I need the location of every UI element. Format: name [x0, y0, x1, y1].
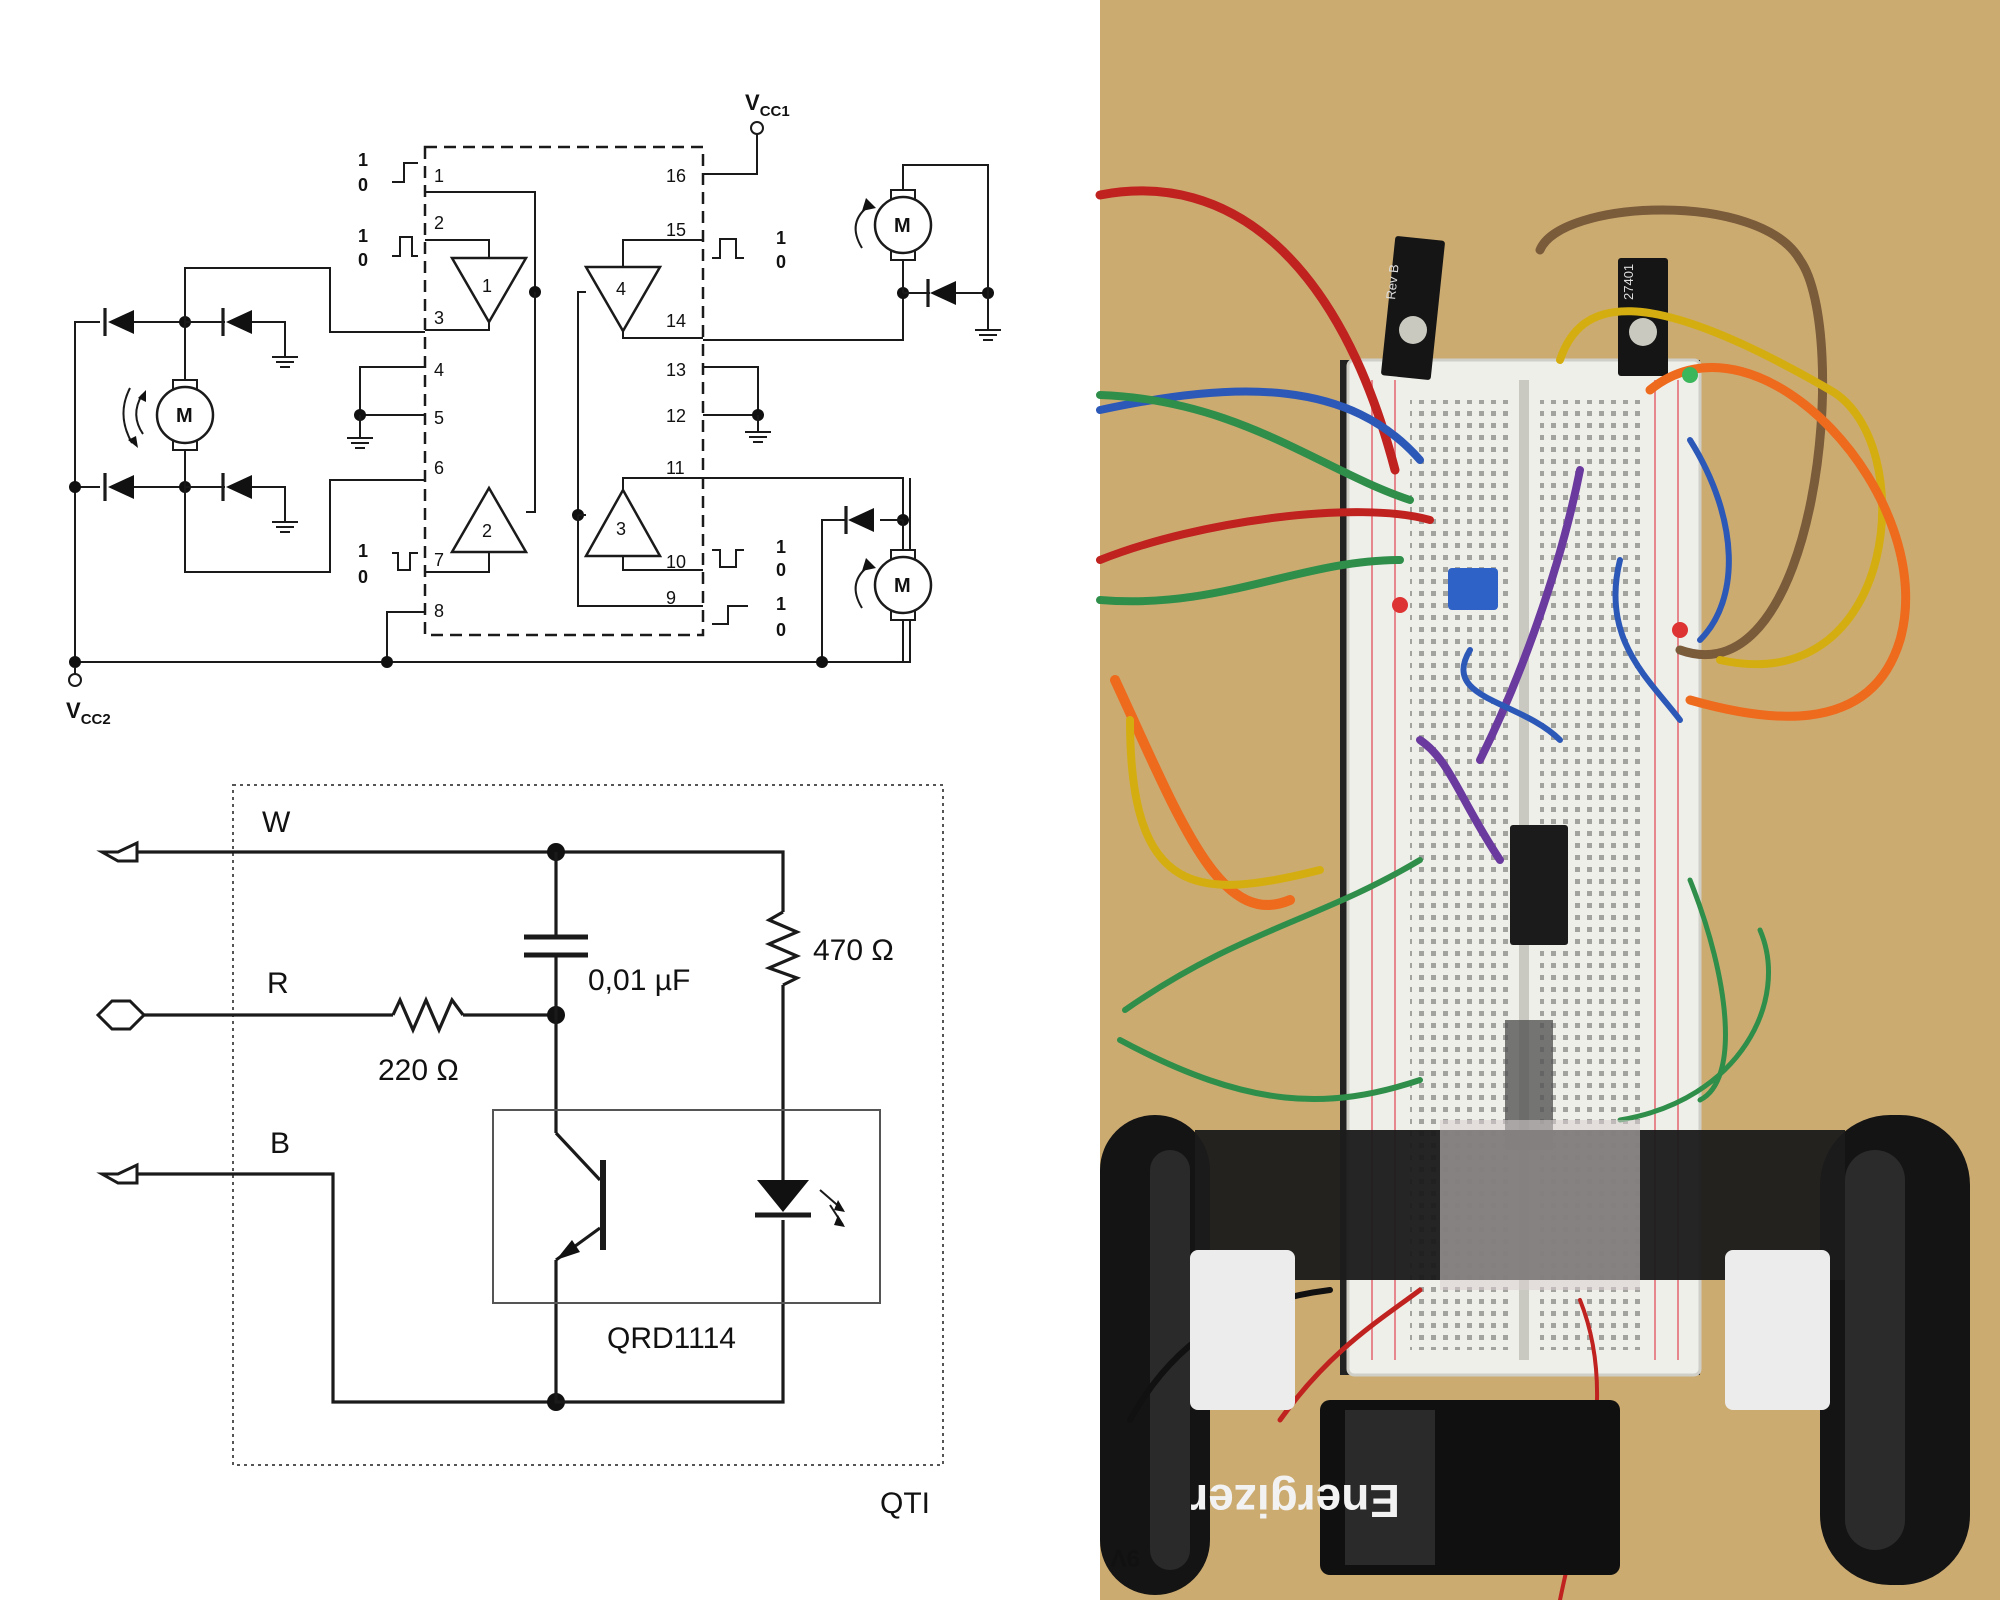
left-wheel: [1100, 1115, 1210, 1595]
pin-7: 7: [434, 550, 444, 570]
pin-3: 3: [434, 308, 444, 328]
vcc1-terminal: VCC1: [703, 90, 790, 175]
svg-text:2: 2: [482, 521, 492, 541]
pin-16: 16: [666, 166, 686, 186]
svg-text:QRD1114: QRD1114: [607, 1322, 736, 1355]
svg-text:0: 0: [776, 560, 786, 580]
pin-12: 12: [666, 406, 686, 426]
potentiometer: [1448, 568, 1498, 610]
svg-text:1: 1: [358, 541, 368, 561]
svg-text:1: 1: [776, 537, 786, 557]
svg-text:0: 0: [358, 567, 368, 587]
pin-b[interactable]: B: [96, 1127, 290, 1185]
svg-text:0,01 µF: 0,01 µF: [588, 964, 690, 997]
top-right-motor: [873, 195, 933, 255]
pin-8: 8: [434, 601, 444, 621]
pin-w[interactable]: W: [96, 806, 291, 863]
pin-1: 1: [434, 166, 444, 186]
qrd1114-module: QRD1114: [492, 1109, 881, 1355]
module-label-left: Rev B: [1383, 264, 1402, 301]
capacitor: 0,01 µF: [524, 934, 690, 997]
vcc2-terminal: VCC2: [66, 478, 911, 728]
qti-schematic: QTI W R B 0,01 µF 220 Ω 470 Ω: [95, 784, 944, 1520]
svg-text:B: B: [270, 1127, 290, 1160]
svg-text:VCC1: VCC1: [745, 90, 790, 120]
svg-text:M: M: [176, 405, 193, 427]
resistor-470: 470 Ω: [764, 910, 894, 987]
svg-text:220 Ω: 220 Ω: [378, 1054, 459, 1087]
black-tape: [1195, 1120, 1845, 1290]
internal-wiring: [425, 191, 703, 607]
svg-text:9V: 9V: [1111, 1544, 1140, 1571]
qti-wiring: [137, 843, 785, 1411]
motor-driver-schematic: VCC1 1 2 3 4 5 6 7 8 16 15 14 13 12 11 1…: [66, 90, 1001, 728]
ground-pins-4-5: [347, 366, 425, 449]
svg-text:1: 1: [482, 276, 492, 296]
svg-text:W: W: [262, 806, 291, 839]
svg-text:M: M: [894, 215, 911, 237]
right-gearmotor: [1725, 1250, 1830, 1410]
pin-14: 14: [666, 311, 686, 331]
motor-driver-ic: [1510, 825, 1568, 945]
pin-11: 11: [666, 458, 685, 478]
green-led: [1682, 367, 1698, 383]
resistor-220: 220 Ω: [378, 995, 465, 1087]
qti-title: QTI: [880, 1487, 930, 1520]
ic-package: [423, 145, 705, 637]
svg-text:VCC2: VCC2: [66, 698, 111, 728]
logic-waveforms-right: 1 0 1 0 1 0: [712, 228, 786, 640]
right-pin-labels: 16 15 14 13 12 11 10 9: [666, 166, 686, 608]
left-sensor-module: [1381, 236, 1445, 380]
pin-4: 4: [434, 360, 444, 380]
pin-6: 6: [434, 458, 444, 478]
right-bottom-motor: M: [703, 477, 933, 668]
svg-text:1: 1: [358, 226, 368, 246]
battery-9v: Energizer 9V: [1111, 1400, 1620, 1575]
svg-text:4: 4: [616, 279, 626, 299]
right-wheel: [1820, 1115, 1970, 1585]
svg-text:0: 0: [776, 252, 786, 272]
svg-text:0: 0: [776, 620, 786, 640]
ground-pins-12-13: [703, 366, 771, 443]
red-led-left: [1392, 597, 1408, 613]
pin-15: 15: [666, 220, 686, 240]
left-gearmotor: [1190, 1250, 1295, 1410]
right-sensor-module: [1618, 258, 1668, 376]
pin-2: 2: [434, 213, 444, 233]
left-motor: [155, 385, 215, 445]
left-pin-labels: 1 2 3 4 5 6 7 8: [434, 166, 444, 621]
svg-text:470 Ω: 470 Ω: [813, 934, 894, 967]
bottom-right-motor: [873, 555, 933, 615]
pin-9: 9: [666, 588, 676, 608]
right-top-motor: M: [703, 164, 1001, 341]
svg-text:M: M: [894, 575, 911, 597]
svg-text:Energizer: Energizer: [1190, 1475, 1400, 1527]
red-led-right: [1672, 622, 1688, 638]
pin-13: 13: [666, 360, 686, 380]
logic-waveforms-left: 1 0 1 0 1 0: [358, 150, 418, 587]
pin-10: 10: [666, 552, 686, 572]
svg-text:1: 1: [358, 150, 368, 170]
svg-text:1: 1: [776, 228, 786, 248]
svg-text:0: 0: [358, 250, 368, 270]
module-code-right: 27401: [1621, 264, 1636, 300]
svg-text:3: 3: [616, 519, 626, 539]
svg-text:1: 1: [776, 594, 786, 614]
qti-boundary: [232, 784, 944, 1466]
left-motor-bridge: M: [69, 267, 425, 662]
svg-text:R: R: [267, 967, 289, 1000]
pin-5: 5: [434, 408, 444, 428]
svg-text:0: 0: [358, 175, 368, 195]
